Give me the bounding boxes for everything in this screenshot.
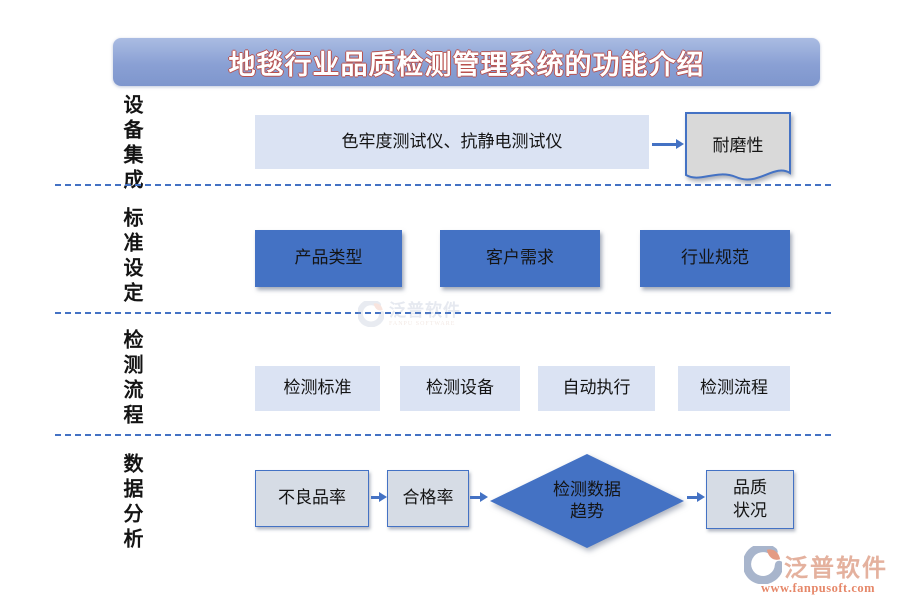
customer-demand-label: 客户需求 bbox=[486, 248, 554, 268]
section-label-data-analysis: 数据分析 bbox=[120, 453, 142, 553]
fanpu-logo: 泛普软件 www.fanpusoft.com bbox=[744, 546, 892, 596]
page-title: 地毯行业品质检测管理系统的功能介绍 bbox=[228, 49, 705, 80]
section-label-standard-setting: 标准设定 bbox=[120, 207, 142, 307]
device-testers-box: 色牢度测试仪、抗静电测试仪 bbox=[255, 115, 649, 169]
watermark-brand: 泛普软件 bbox=[389, 300, 461, 320]
quality-status-box: 品质 状况 bbox=[706, 470, 794, 529]
document-shape: 耐磨性 bbox=[684, 111, 792, 191]
inspection-standard-label: 检测标准 bbox=[283, 378, 352, 398]
section-label-equipment-integration: 设备集成 bbox=[120, 94, 142, 194]
defect-rate-label: 不良品率 bbox=[278, 488, 346, 508]
center-watermark: 泛普软件 FANPU SOFTWARE bbox=[358, 301, 461, 327]
industry-standard-label: 行业规范 bbox=[681, 248, 749, 268]
fanpu-brand-name: 泛普软件 bbox=[784, 555, 888, 582]
section-divider bbox=[55, 184, 831, 186]
product-type-label: 产品类型 bbox=[294, 248, 363, 268]
arrow-right-icon bbox=[652, 139, 684, 148]
document-shape-icon bbox=[685, 112, 791, 181]
auto-execute-label: 自动执行 bbox=[562, 378, 631, 398]
arrow-right-icon bbox=[470, 492, 488, 501]
fanpu-logo-icon bbox=[744, 546, 782, 584]
inspection-flow-label: 检测流程 bbox=[700, 378, 768, 398]
fanpu-logo-row: 泛普软件 bbox=[744, 546, 892, 584]
inspection-flow-box: 检测流程 bbox=[678, 366, 790, 411]
inspection-device-box: 检测设备 bbox=[400, 366, 520, 411]
arrow-right-icon bbox=[371, 492, 387, 501]
quality-status-line1: 品质 bbox=[733, 478, 767, 498]
abrasion-resistance-label: 耐磨性 bbox=[712, 136, 764, 155]
inspection-device-label: 检测设备 bbox=[426, 378, 494, 398]
trend-decision-label: 检测数据 趋势 bbox=[490, 454, 684, 548]
quality-status-line2: 状况 bbox=[733, 500, 767, 520]
fanpu-logo-icon bbox=[358, 301, 384, 327]
auto-execute-box: 自动执行 bbox=[538, 366, 655, 411]
diamond-shape-icon bbox=[490, 454, 684, 548]
inspection-standard-box: 检测标准 bbox=[255, 366, 380, 411]
pass-rate-box: 合格率 bbox=[387, 470, 469, 527]
defect-rate-box: 不良品率 bbox=[255, 470, 369, 527]
industry-standard-box: 行业规范 bbox=[640, 230, 790, 287]
device-testers-label: 色牢度测试仪、抗静电测试仪 bbox=[341, 131, 563, 151]
customer-demand-box: 客户需求 bbox=[440, 230, 600, 287]
pass-rate-label: 合格率 bbox=[402, 488, 454, 508]
section-divider bbox=[55, 312, 831, 314]
section-label-inspection-process: 检测流程 bbox=[120, 329, 142, 429]
title-banner: 地毯行业品质检测管理系统的功能介绍 bbox=[113, 38, 820, 86]
trend-line1: 检测数据 bbox=[553, 479, 621, 499]
product-type-box: 产品类型 bbox=[255, 230, 402, 287]
trend-line2: 趋势 bbox=[570, 502, 604, 521]
arrow-right-icon bbox=[687, 492, 705, 501]
section-divider bbox=[55, 434, 831, 436]
trend-decision-diamond: 检测数据 趋势 bbox=[490, 454, 684, 548]
watermark-brand-sub: FANPU SOFTWARE bbox=[389, 320, 456, 327]
fanpu-website-url: www.fanpusoft.com bbox=[760, 581, 876, 595]
